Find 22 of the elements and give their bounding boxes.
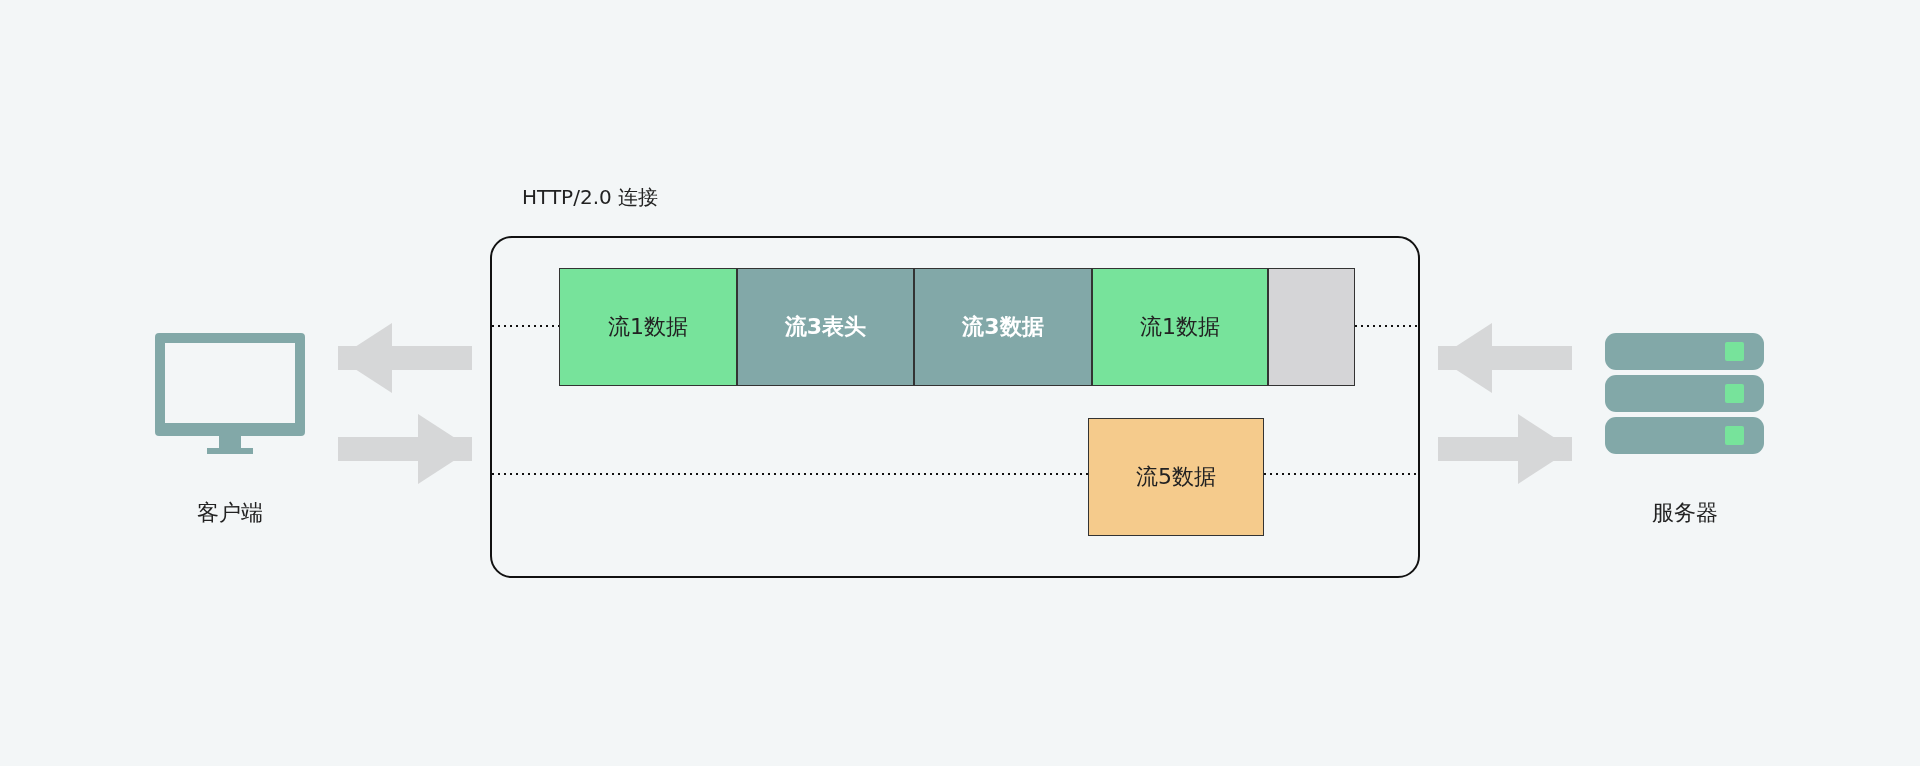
client-label: 客户端: [196, 499, 264, 527]
stream-frame: [737, 268, 914, 386]
server-label: 服务器: [1651, 499, 1719, 527]
connection-heading: HTTP/2.0 连接: [522, 184, 659, 211]
stream-frame: [914, 268, 1092, 386]
empty-frame: [1268, 268, 1355, 386]
frame-label: 流5数据: [1136, 463, 1216, 491]
stream-frame: [559, 268, 737, 386]
stream-frame: [1088, 418, 1264, 536]
stream-track-line: [491, 473, 1089, 475]
direction-arrow: [1438, 323, 1572, 393]
direction-arrow: [338, 323, 472, 393]
frame-label: 流1数据: [608, 313, 688, 341]
direction-arrow: [1438, 414, 1572, 484]
frame-label: 流1数据: [1140, 313, 1220, 341]
stream-frame: [1092, 268, 1268, 386]
stream-track-line: [1354, 325, 1419, 327]
stream-track-line: [1263, 473, 1419, 475]
frame-label: 流3数据: [962, 313, 1044, 341]
stream-track-line: [491, 325, 560, 327]
frame-label: 流3表头: [784, 313, 867, 341]
direction-arrow: [338, 414, 472, 484]
